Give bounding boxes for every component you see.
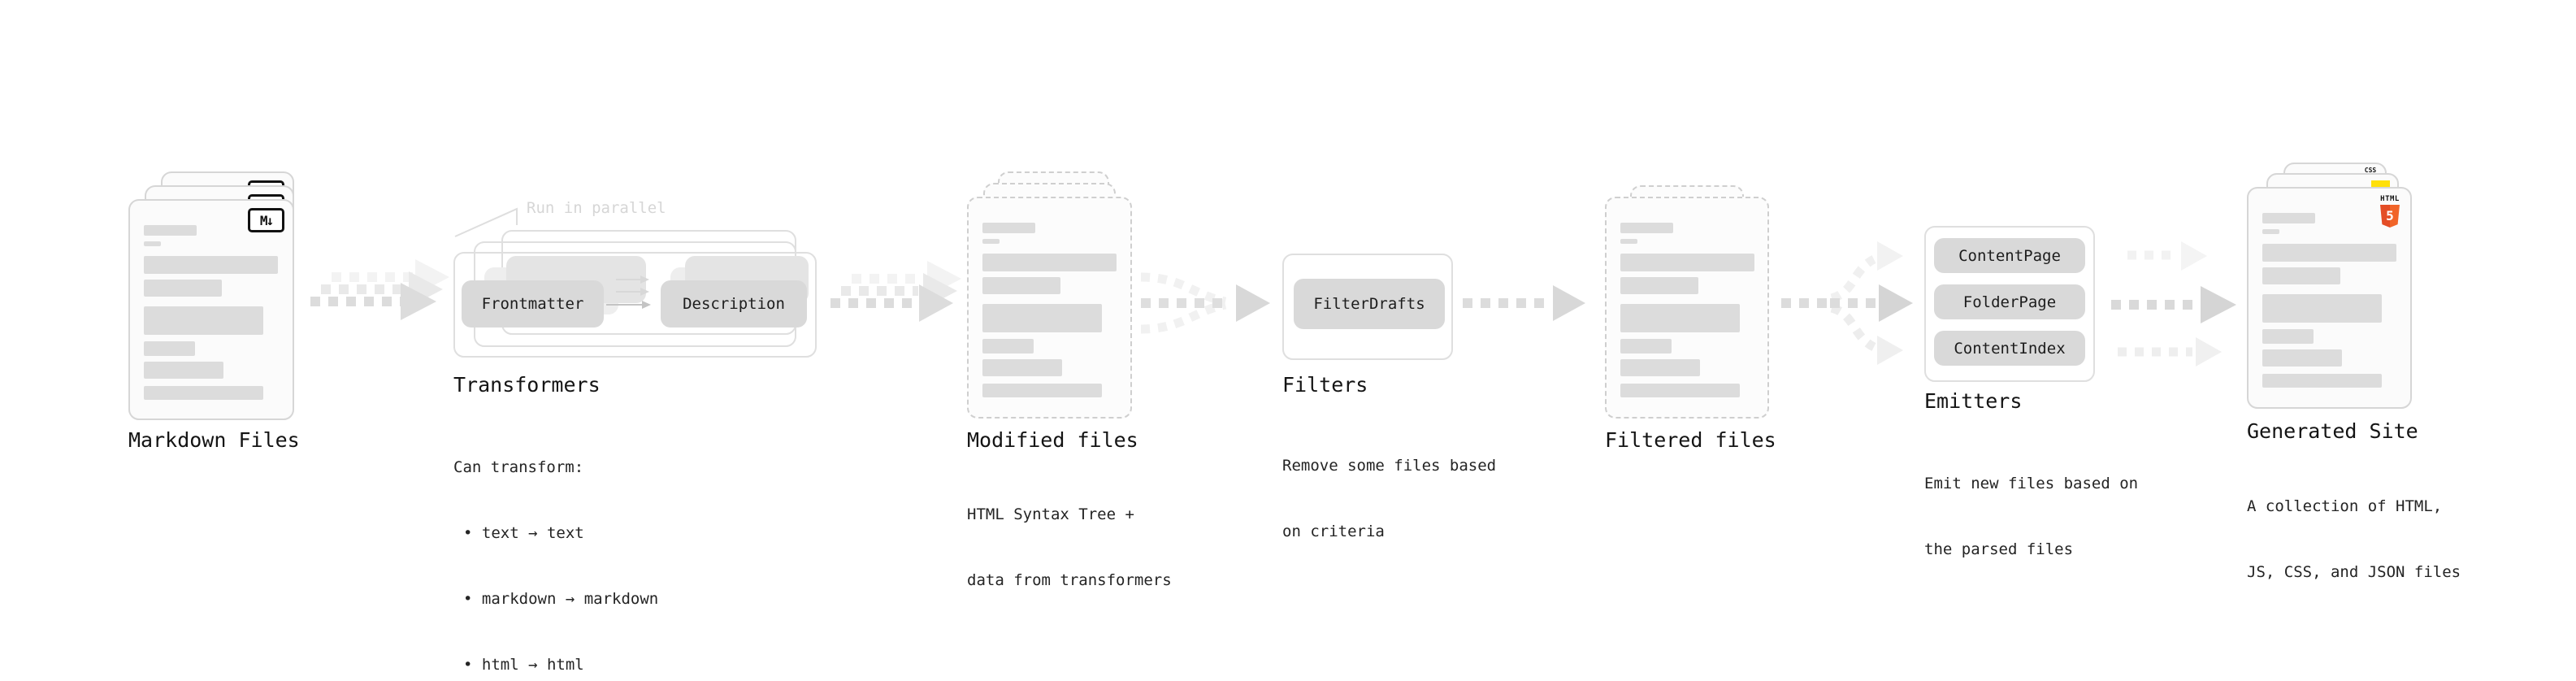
skeleton-bar [2262, 244, 2396, 262]
transformers-bullet: • text → text [463, 524, 584, 542]
arrow-filtered-to-emitters [1781, 241, 1913, 365]
filtered-file-card-front [1605, 197, 1769, 419]
modified-file-card-front [967, 197, 1132, 419]
skeleton-bar [2262, 329, 2314, 344]
markdown-icon: M↓ [248, 208, 284, 232]
emitters-box [1924, 226, 2095, 382]
filters-description: Remove some files based on criteria [1282, 411, 1496, 587]
file-content-skeleton [144, 225, 281, 410]
skeleton-bar [2262, 349, 2342, 367]
modified-files-label: Modified files [967, 428, 1138, 452]
skeleton-bar [982, 339, 1034, 354]
skeleton-bar [982, 304, 1102, 332]
arrow-emitters-to-generated [2111, 241, 2236, 367]
css-icon-text: CSS [2364, 167, 2377, 174]
skeleton-bar [982, 239, 1000, 244]
arrow-markdown-to-transformers [310, 259, 449, 320]
arrow-filters-to-filtered [1463, 285, 1585, 321]
transformers-heading: Transformers [453, 373, 601, 397]
html5-icon-text: HTML [2380, 195, 2400, 203]
emitters-subtext-line: the parsed files [1924, 540, 2074, 558]
skeleton-bar [1620, 384, 1740, 397]
modified-files-description: HTML Syntax Tree + data from transformer… [967, 460, 1172, 635]
modified-files-subtext-line: data from transformers [967, 571, 1172, 589]
skeleton-bar [144, 386, 263, 400]
skeleton-bar [2262, 229, 2279, 234]
emitters-subtext-line: Emit new files based on [1924, 475, 2139, 492]
folderpage-pill: FolderPage [1934, 284, 2085, 319]
skeleton-bar [144, 362, 223, 379]
arrow-transformers-to-modified [830, 261, 961, 322]
filters-heading: Filters [1282, 373, 1368, 397]
description-pill: Description [661, 280, 807, 327]
skeleton-bar [2262, 294, 2382, 323]
skeleton-bar [1620, 239, 1637, 244]
generated-site-subtext-line: A collection of HTML, [2247, 497, 2443, 515]
file-content-skeleton [1620, 223, 1756, 409]
markdown-file-card-front: M↓ [128, 199, 294, 420]
arrow-modified-to-filters [1140, 272, 1270, 334]
html5-shield: 5 [2380, 205, 2400, 228]
filters-subtext-line: on criteria [1282, 523, 1385, 540]
skeleton-bar [144, 241, 161, 246]
filtered-files-label: Filtered files [1605, 428, 1776, 452]
frontmatter-pill: Frontmatter [462, 280, 604, 327]
emitters-heading: Emitters [1924, 389, 2023, 413]
skeleton-bar [144, 225, 197, 236]
file-content-skeleton [982, 223, 1119, 409]
run-in-parallel-annotation: Run in parallel [527, 199, 666, 217]
generated-site-label: Generated Site [2247, 419, 2418, 443]
skeleton-bar [1620, 304, 1740, 332]
skeleton-bar [982, 384, 1102, 397]
modified-files-subtext-line: HTML Syntax Tree + [967, 505, 1134, 523]
transformers-bullet: • markdown → markdown [463, 590, 659, 608]
contentpage-pill: ContentPage [1934, 238, 2085, 273]
skeleton-bar [2262, 213, 2315, 223]
filterdrafts-pill: FilterDrafts [1294, 279, 1445, 329]
file-content-skeleton [2262, 213, 2399, 399]
skeleton-bar [144, 256, 278, 274]
skeleton-bar [982, 359, 1062, 376]
skeleton-bar [1620, 339, 1672, 354]
skeleton-bar [2262, 267, 2340, 284]
contentindex-pill: ContentIndex [1934, 331, 2085, 366]
html5-icon: HTML 5 [2379, 195, 2401, 228]
skeleton-bar [144, 280, 222, 297]
filters-box [1282, 254, 1453, 360]
transformers-intro: Can transform: [453, 458, 584, 476]
emitters-description: Emit new files based on the parsed files [1924, 429, 2138, 605]
generated-site-description: A collection of HTML, JS, CSS, and JSON … [2247, 452, 2461, 627]
skeleton-bar [144, 306, 263, 335]
skeleton-bar [982, 277, 1060, 294]
transformers-description: Can transform: • text → text • markdown … [453, 413, 658, 681]
markdown-files-label: Markdown Files [128, 428, 300, 452]
skeleton-bar [1620, 277, 1698, 294]
skeleton-bar [982, 223, 1035, 233]
skeleton-bar [144, 341, 195, 356]
skeleton-bar [1620, 254, 1754, 271]
html5-number: 5 [2386, 208, 2394, 223]
transformers-bullet: • html → html [463, 656, 584, 674]
generated-html-file-card: HTML 5 [2247, 187, 2412, 409]
filters-subtext-line: Remove some files based [1282, 457, 1497, 475]
generated-site-subtext-line: JS, CSS, and JSON files [2247, 563, 2461, 581]
transformer-layer-front [453, 252, 817, 358]
skeleton-bar [2262, 374, 2382, 388]
skeleton-bar [1620, 223, 1673, 233]
skeleton-bar [982, 254, 1117, 271]
skeleton-bar [1620, 359, 1700, 376]
